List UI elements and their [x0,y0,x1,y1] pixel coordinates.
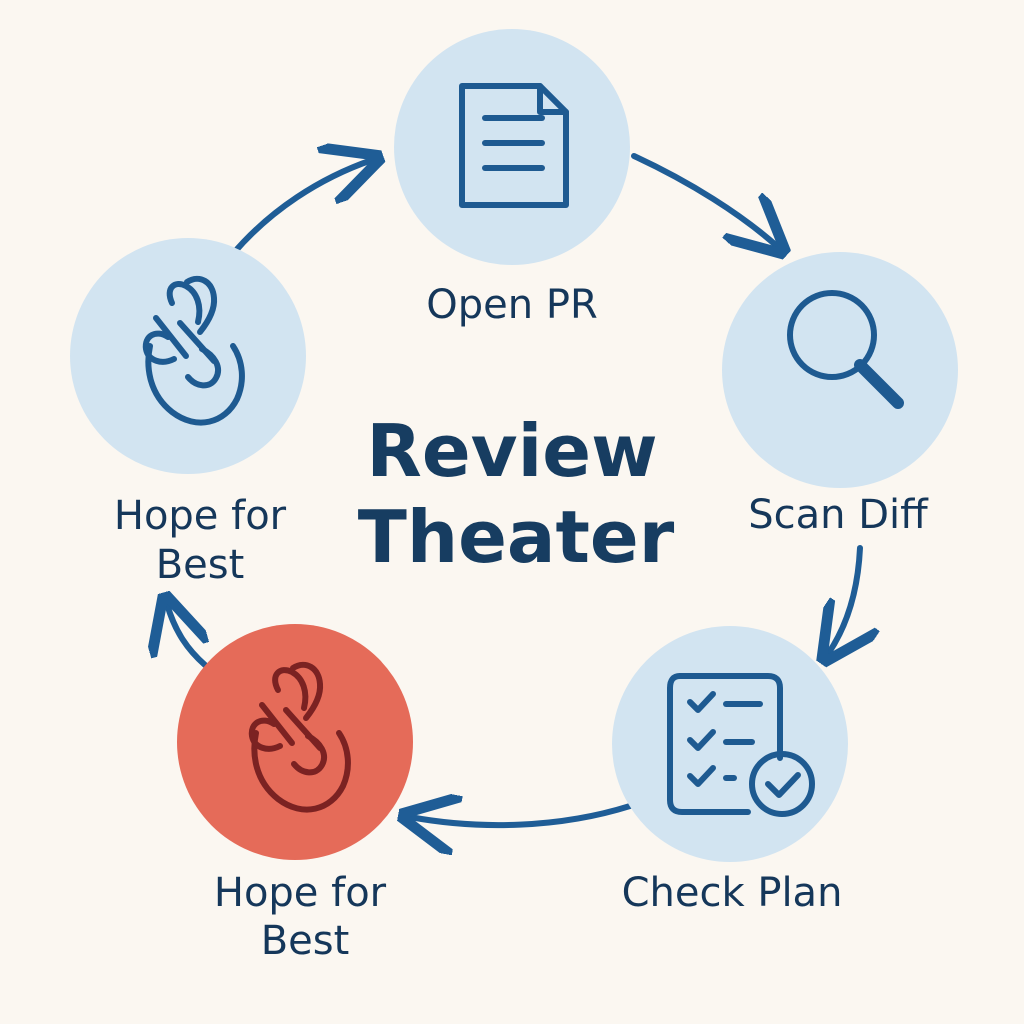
node-hope-for-best-alt: Hope for Best [177,624,413,964]
node-scan-diff-circle [722,252,958,488]
node-scan-diff: Scan Diff [722,252,958,538]
node-open-pr-label: Open PR [426,282,597,328]
arrow-check-to-hope [410,806,633,825]
node-scan-diff-label: Scan Diff [748,492,929,538]
node-hope-for-best-alt-label-line-1: Hope for [214,870,387,916]
node-hope-for-best-alt-circle [177,624,413,860]
node-hope-for-best-alt-label-line-2: Best [261,918,350,964]
crossed-fingers-icon [142,275,245,426]
checklist-check-icon [667,673,815,817]
center-title-line-2: Theater [358,495,675,579]
cycle-arrows [167,156,860,825]
center-title-line-1: Review [366,409,657,493]
center-title: Review Theater [358,409,675,579]
crossed-fingers-icon [248,661,351,813]
arrow-alt-hope-to-hope [167,604,205,668]
node-check-plan-label: Check Plan [622,870,843,916]
document-icon [459,83,569,208]
node-open-pr-circle [394,29,630,265]
node-open-pr: Open PR [394,29,630,328]
node-check-plan: Check Plan [612,626,848,916]
node-hope-for-best-label-line-2: Best [156,542,245,588]
arrow-scan-to-check [828,545,860,654]
node-hope-for-best-label-line-1: Hope for [114,493,287,539]
arrow-open-to-scan [631,153,778,247]
node-hope-for-best: Hope for Best [70,238,306,588]
magnifier-icon [787,290,904,409]
arrow-hope-to-open [229,160,372,258]
